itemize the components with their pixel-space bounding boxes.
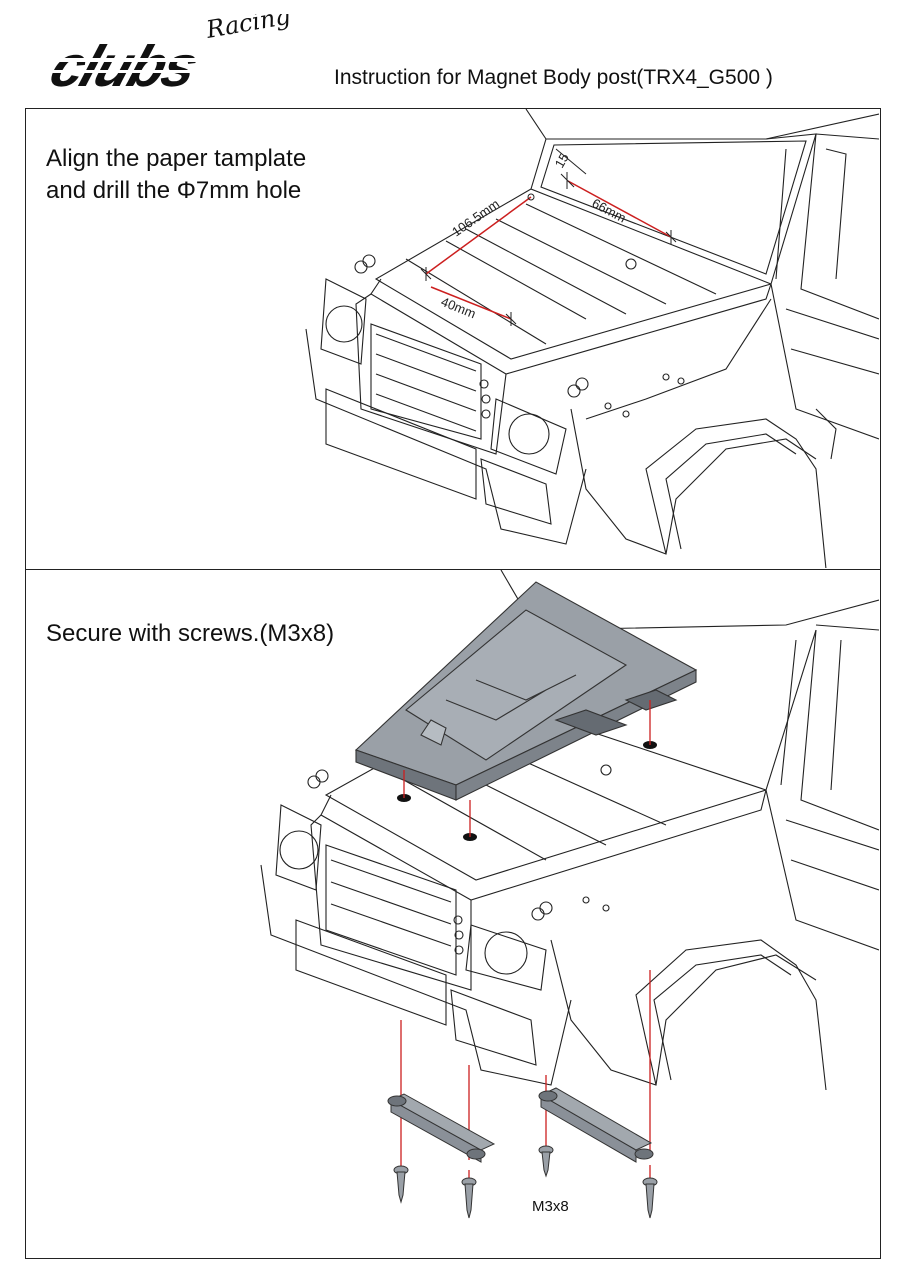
svg-text:Racing: Racing — [203, 14, 292, 44]
hood-drill-diagram: 106.5mm 40mm 66mm 15 — [305, 109, 879, 568]
step-1-line-1: Align the paper tamplate — [46, 145, 307, 172]
step-2-panel: Secure with screws.(M3x8) M3x8 — [25, 569, 881, 1259]
step-2-instruction: Secure with screws.(M3x8) — [46, 620, 335, 647]
hood-mount-diagram — [260, 570, 879, 1219]
dim-rear-width: 66mm — [590, 195, 629, 225]
magnet-posts — [387, 1087, 654, 1163]
step-1-instruction: Align the paper tamplate and drill the Φ… — [46, 143, 306, 207]
svg-text:clubs: clubs — [42, 33, 206, 96]
step-1-line-2: and drill the Φ7mm hole — [46, 177, 302, 204]
clubs-racing-logo: clubs Racing — [38, 14, 293, 96]
dim-rear-offset: 15 — [552, 150, 572, 170]
dim-front-width: 106.5mm — [449, 196, 502, 239]
hood-plate — [354, 581, 698, 801]
screws — [393, 1145, 658, 1219]
document-title: Instruction for Magnet Body post(TRX4_G5… — [334, 66, 773, 89]
screw-size-label: M3x8 — [532, 1198, 569, 1215]
step-1-panel: 106.5mm 40mm 66mm 15 Align the paper tam… — [25, 108, 881, 570]
